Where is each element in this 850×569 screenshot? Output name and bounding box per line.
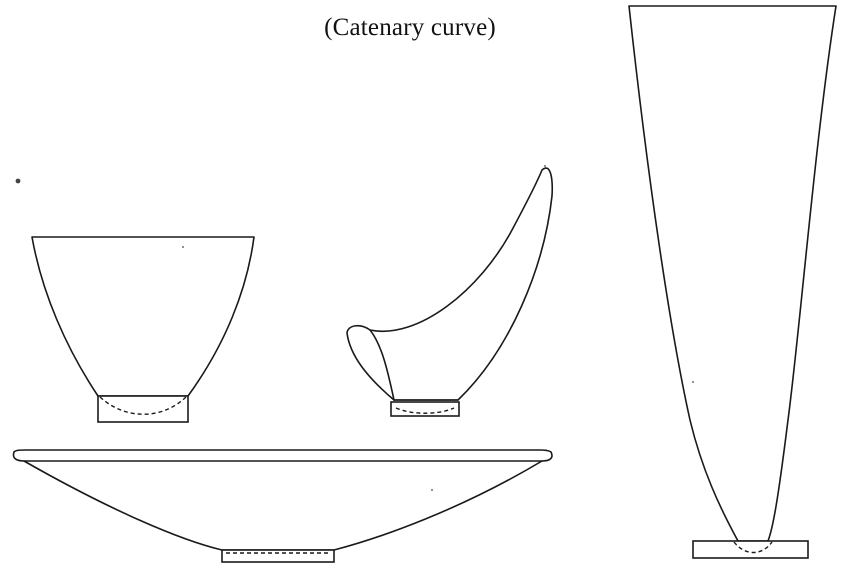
dish-vessel xyxy=(12,449,553,563)
vase-foot xyxy=(692,540,809,559)
tall-vase-vessel xyxy=(628,5,837,559)
horn-foot-hidden-curve xyxy=(395,407,455,414)
dish-rim xyxy=(12,449,553,462)
horn-foot xyxy=(390,401,460,417)
dish-foot xyxy=(221,549,335,563)
stray-dot xyxy=(15,178,21,184)
bowl-foot xyxy=(97,395,189,423)
speck xyxy=(182,246,184,248)
speck xyxy=(431,489,433,491)
speck xyxy=(544,165,546,167)
figure-caption: (Catenary curve) xyxy=(324,14,496,41)
bowl-vessel xyxy=(31,236,255,423)
vase-outline xyxy=(628,5,837,542)
vase-foot-hidden-curve xyxy=(733,541,773,554)
bowl-outline xyxy=(31,236,255,397)
speck xyxy=(692,381,694,383)
horn-vessel xyxy=(346,167,554,417)
bowl-foot-hidden-curve xyxy=(99,396,187,415)
dish-body xyxy=(23,460,543,551)
horn-outline xyxy=(346,167,554,401)
horn-inner-line xyxy=(369,329,395,401)
